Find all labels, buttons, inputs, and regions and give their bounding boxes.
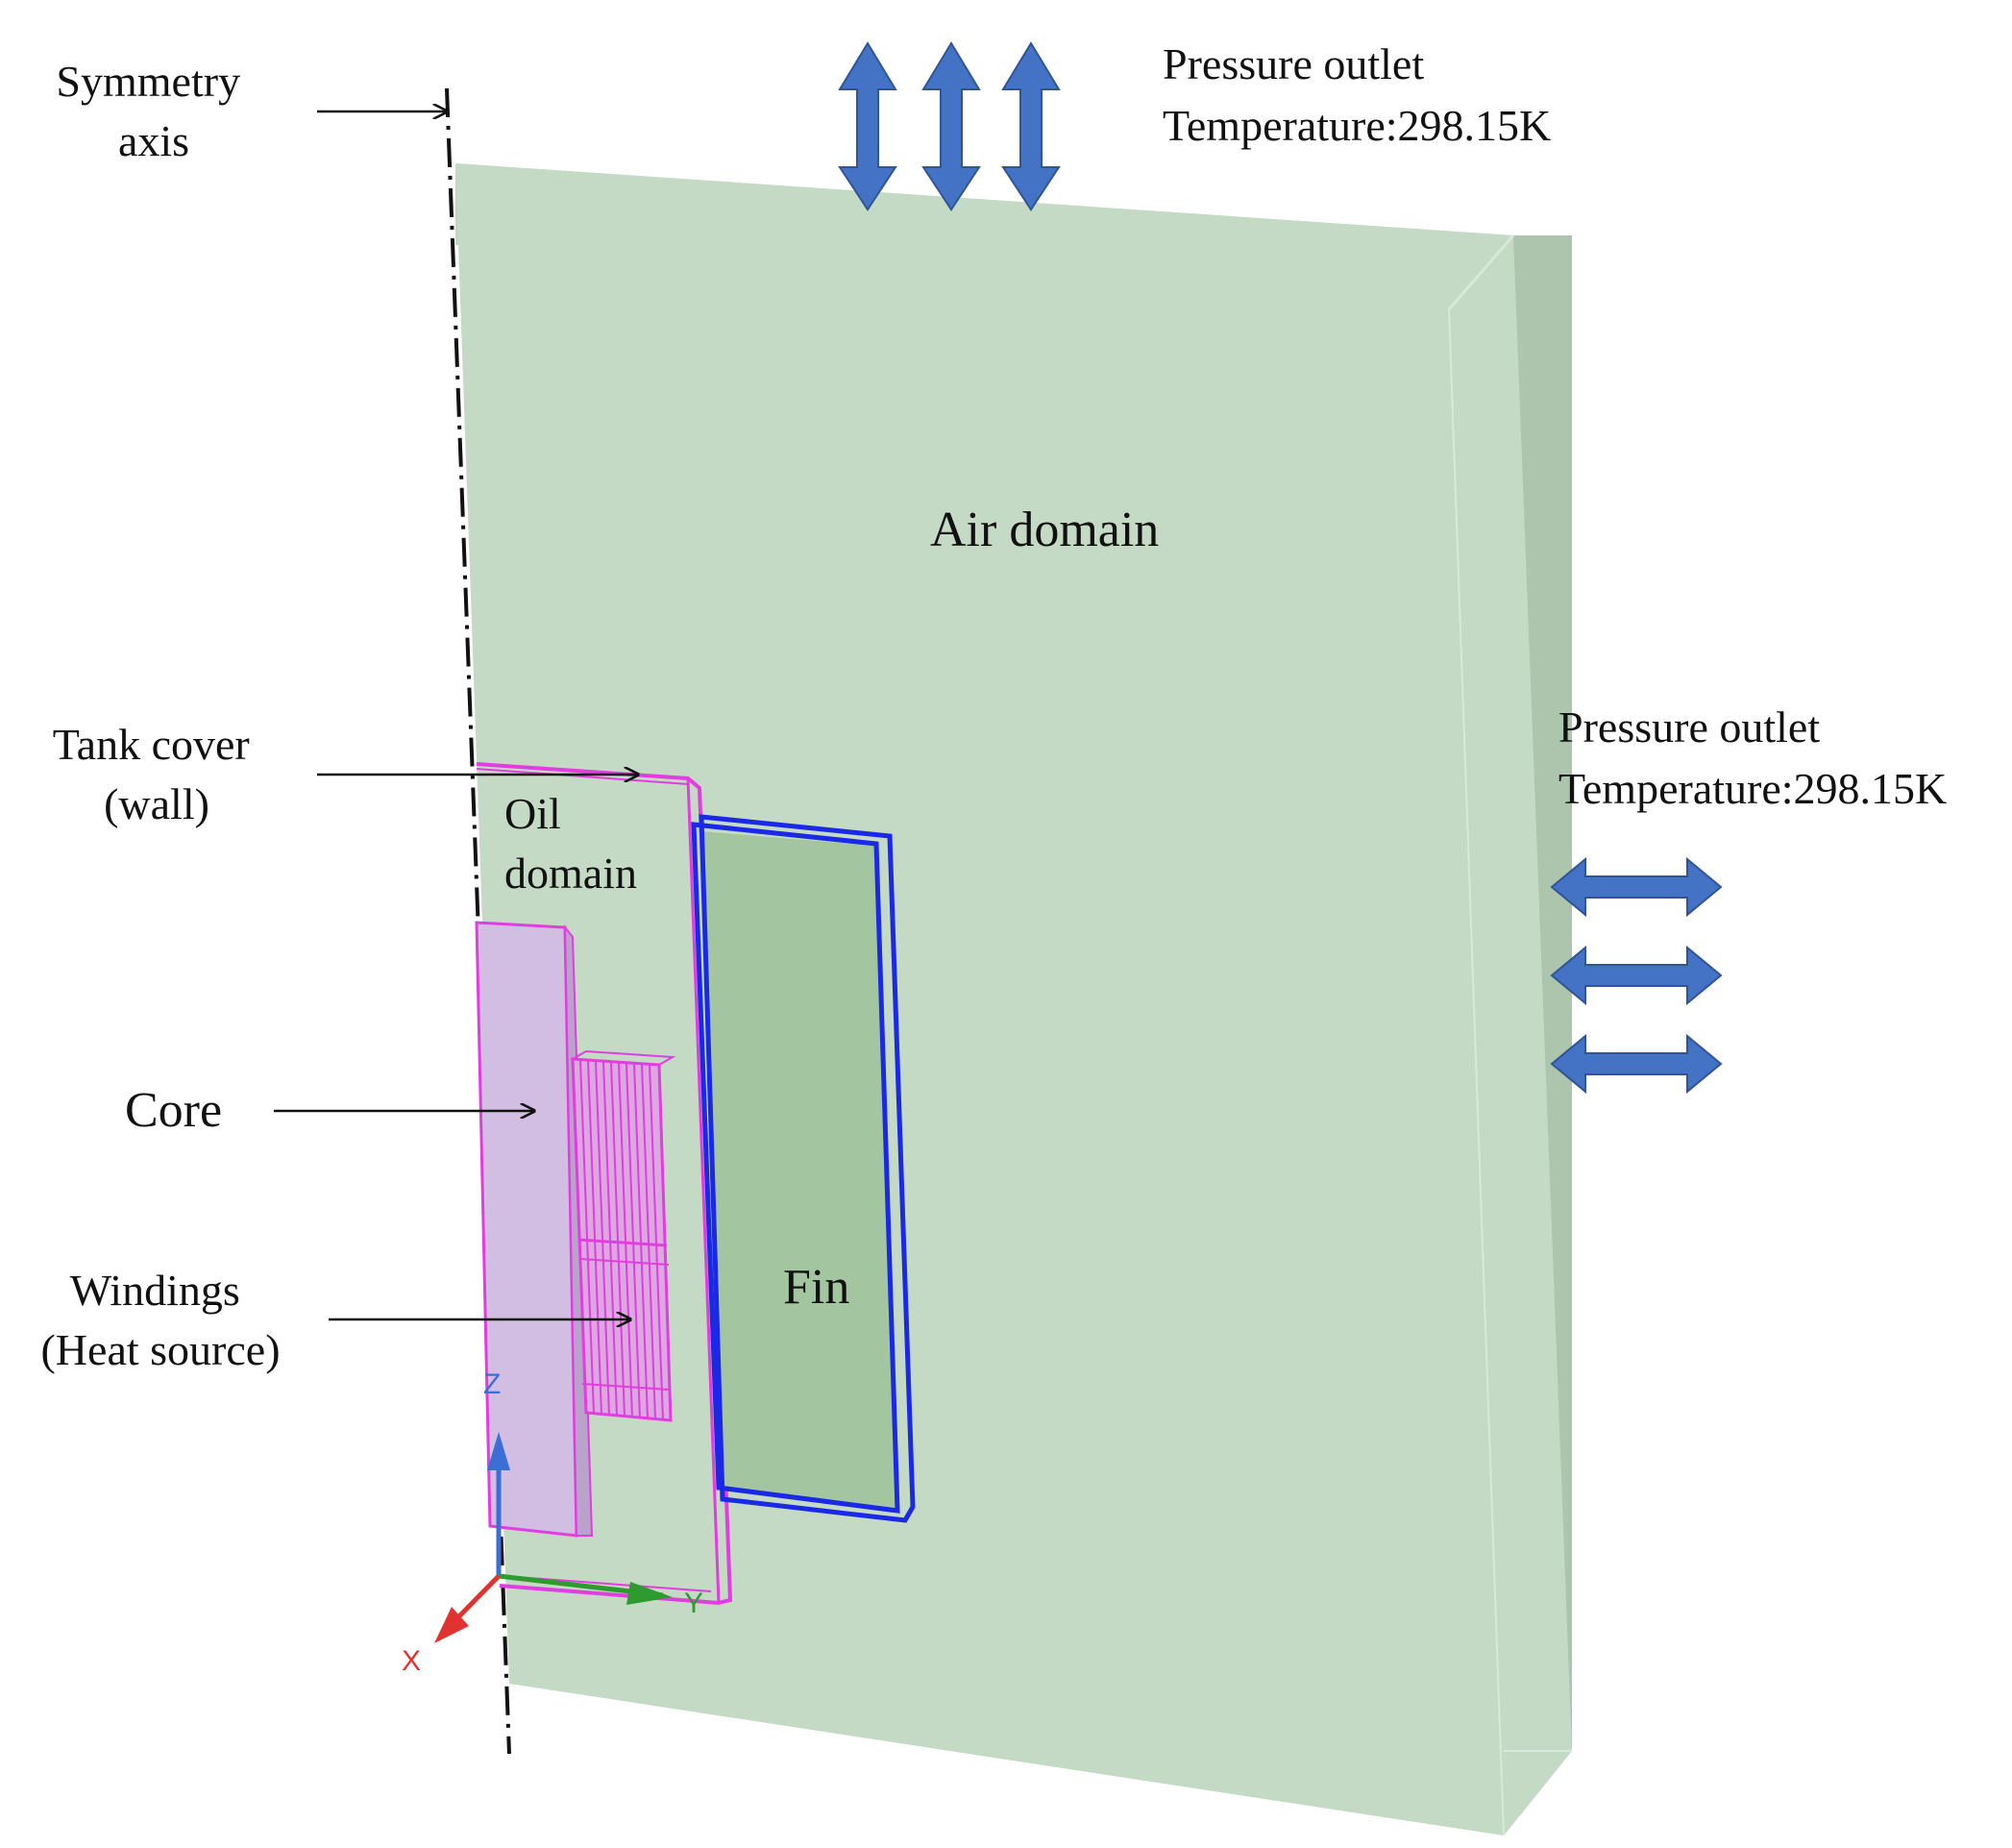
triad-x-arrowhead: [434, 1607, 469, 1643]
windings-label: Windings (Heat source): [40, 1266, 280, 1374]
flow-arrow-left-right: [1550, 945, 1723, 1006]
triad-z-label: Z: [483, 1368, 501, 1400]
windings-top-face: [569, 1049, 676, 1067]
air-domain-edge: [1448, 308, 1505, 1836]
flow-arrow-up-down: [838, 41, 897, 211]
air-domain-edge: [1447, 234, 1515, 310]
coordinate-triad: Z Y X: [402, 1368, 703, 1677]
flow-arrow-left-right: [1550, 1033, 1723, 1095]
triad-x-label: X: [402, 1645, 421, 1677]
pressure-outlet-top-label: Pressure outlet Temperature:298.15K: [1163, 39, 1551, 150]
core-body: [475, 921, 594, 1538]
top-flow-arrows: [838, 41, 1061, 211]
windings-body: [569, 1049, 676, 1422]
flow-arrow-up-down: [1001, 41, 1061, 211]
tank-cover-label: Tank cover (wall): [53, 720, 260, 828]
symmetry-axis-label: Symmetry axis: [56, 57, 251, 165]
right-flow-arrows: [1550, 856, 1723, 1095]
triad-z-arrowhead: [487, 1432, 510, 1470]
fin-body: [691, 814, 916, 1523]
flow-arrow-up-down: [921, 41, 981, 211]
callout-arrows: [274, 111, 638, 1319]
fin-face: [699, 831, 897, 1513]
triad-y-label: Y: [684, 1588, 703, 1619]
core-front-face: [475, 921, 578, 1538]
oil-domain-label: Oil domain: [504, 789, 637, 898]
pressure-outlet-right-label: Pressure outlet Temperature:298.15K: [1558, 702, 1947, 813]
flow-arrow-left-right: [1550, 856, 1723, 918]
core-label: Core: [125, 1083, 222, 1138]
fin-label: Fin: [783, 1260, 849, 1315]
air-domain-label: Air domain: [930, 503, 1159, 557]
triad-y-arrowhead: [626, 1582, 673, 1605]
fin-outline-outer: [699, 814, 916, 1523]
fin-outline-inner: [691, 822, 900, 1514]
